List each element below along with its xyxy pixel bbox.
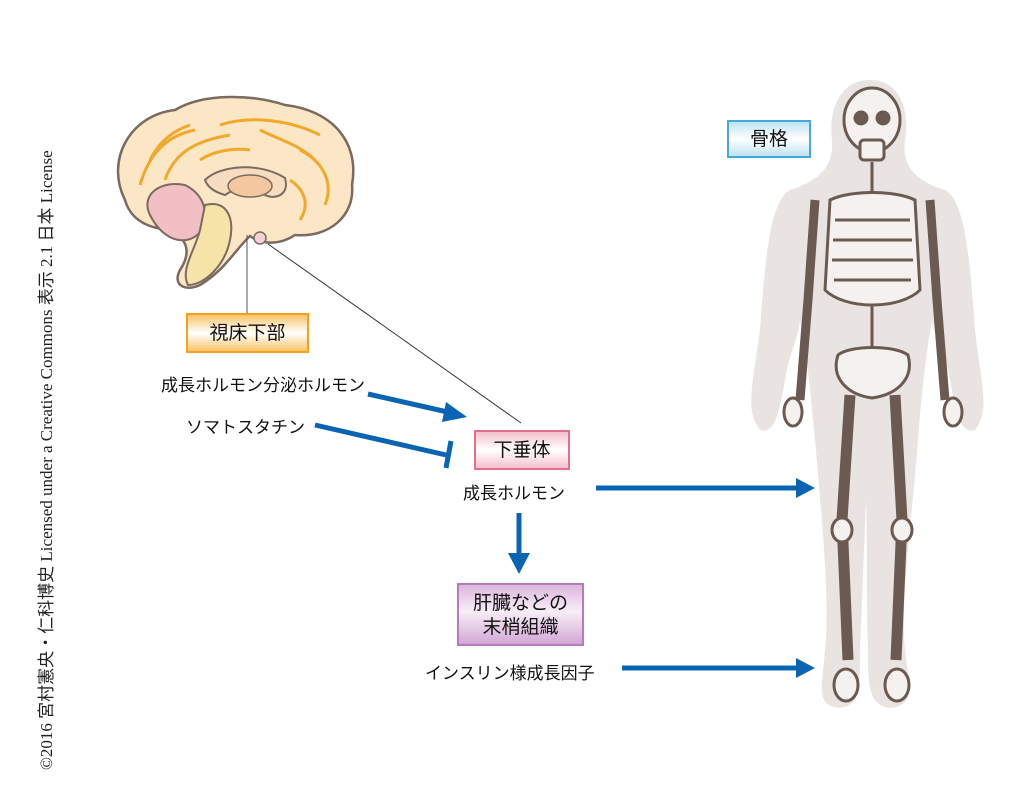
inhibit-bar — [443, 440, 454, 469]
arrows — [314, 391, 815, 678]
liver-peripheral-tissue-label: 肝臓などの末梢組織 — [457, 583, 584, 646]
pituitary-leader-line — [267, 243, 522, 424]
skeleton-illustration — [751, 80, 984, 708]
igf1-label: インスリン様成長因子 — [425, 664, 595, 684]
copyright-notice: ©2016 宮村憲央・仁科博史 Licensed under a Creativ… — [37, 150, 56, 770]
hypothalamus-label: 視床下部 — [186, 313, 309, 353]
pituitary-label: 下垂体 — [474, 430, 570, 470]
skeleton-label: 骨格 — [727, 120, 811, 158]
ghrh-label: 成長ホルモン分泌ホルモン — [161, 376, 365, 396]
ghrh-stimulate-arrow — [367, 391, 453, 416]
somatostatin-label: ソマトスタチン — [186, 418, 305, 438]
growth-hormone-label: 成長ホルモン — [463, 484, 565, 504]
somatostatin-inhibit-line — [314, 422, 447, 458]
brain-illustration — [116, 95, 355, 289]
